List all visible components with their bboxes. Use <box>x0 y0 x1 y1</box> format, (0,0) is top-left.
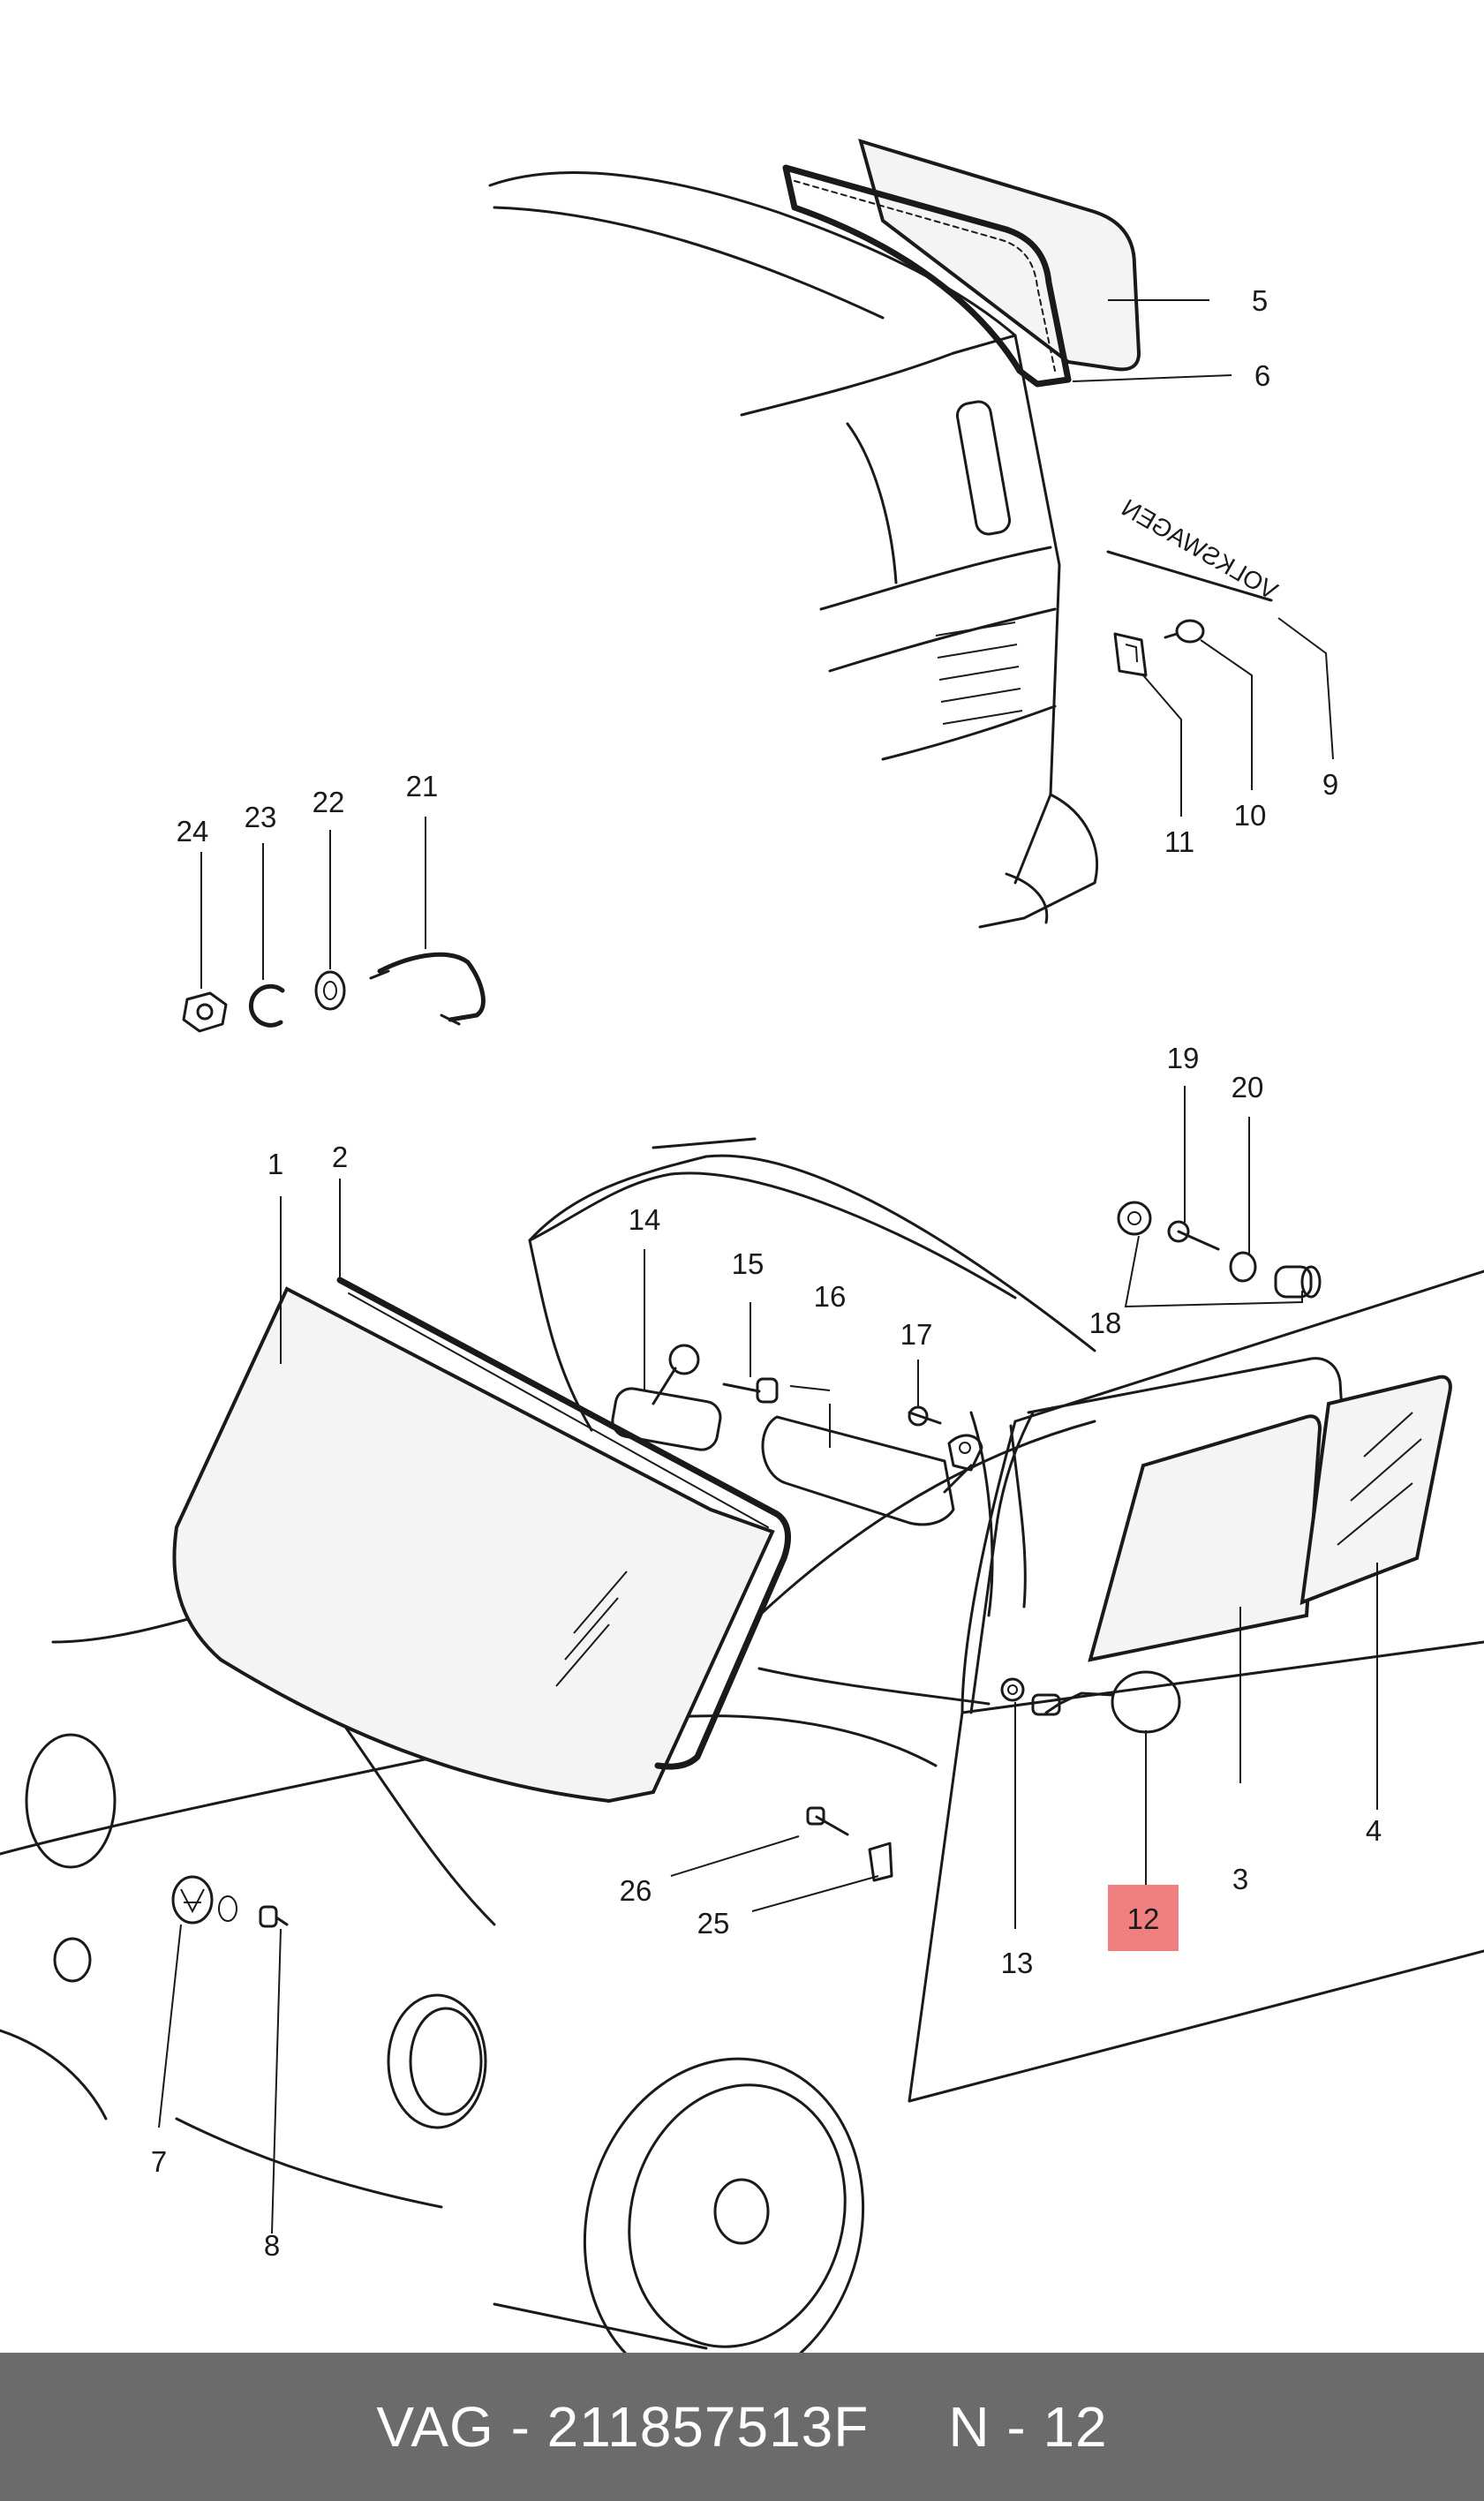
emblem-lettering: VOLKSWAGEN <box>1117 493 1282 605</box>
door-window-glass <box>1088 1414 1322 1662</box>
visor-bracket-screw <box>908 1405 983 1472</box>
callout-8: 8 <box>264 2229 280 2262</box>
rear-window-glass <box>858 139 1141 372</box>
front-wheel <box>583 2057 865 2353</box>
emblem-retainer-screw <box>1164 619 1205 644</box>
trim-clip <box>868 1842 893 1882</box>
rubber-stop <box>1274 1265 1322 1299</box>
grommet-washer <box>1229 1251 1257 1283</box>
rear-window-seal <box>782 164 1072 388</box>
front-body-outline <box>0 1137 1484 2350</box>
callout-20: 20 <box>1232 1071 1264 1104</box>
exploded-parts-diagram: VOLKSWAGEN <box>0 139 1484 2353</box>
callout-25: 25 <box>697 1907 730 1940</box>
mirror-mounting-screw <box>722 1377 779 1404</box>
right-headlight <box>387 1993 487 2129</box>
callout-23: 23 <box>245 801 277 833</box>
callout-12: 12 <box>1127 1902 1160 1935</box>
leader-lines <box>158 299 1378 2234</box>
callout-11: 11 <box>1164 825 1194 858</box>
exterior-door-mirror <box>1031 1670 1181 1734</box>
callout-18: 18 <box>1089 1307 1122 1339</box>
callout-15: 15 <box>732 1247 765 1280</box>
side-door <box>969 1357 1348 1714</box>
callout-10: 10 <box>1234 799 1267 832</box>
callout-9: 9 <box>1322 768 1338 801</box>
windshield-seal <box>336 1277 791 1770</box>
spring-washer <box>248 983 285 1028</box>
callout-19: 19 <box>1167 1042 1200 1074</box>
callout-1: 1 <box>267 1148 283 1180</box>
rear-view-mirror <box>611 1344 722 1451</box>
callout-labels: 1 2 3 4 5 6 7 8 9 10 11 12 13 14 15 16 1… <box>151 284 1382 2262</box>
position-number: N - 12 <box>948 2395 1108 2459</box>
callout-3: 3 <box>1232 1863 1248 1895</box>
hex-nut <box>182 991 228 1033</box>
left-headlight <box>25 1733 117 1983</box>
callout-16: 16 <box>814 1280 847 1313</box>
grommet-screw <box>1167 1220 1220 1251</box>
callout-7: 7 <box>151 2145 167 2178</box>
sun-visor <box>761 1415 973 1526</box>
callout-21: 21 <box>406 770 439 802</box>
callout-5: 5 <box>1252 284 1268 317</box>
emblem-push-clip <box>259 1905 289 1928</box>
grab-handle <box>369 952 486 1026</box>
highlighted-callout-box <box>1108 1885 1179 1951</box>
callout-17: 17 <box>900 1318 933 1351</box>
mirror-gasket <box>1000 1677 1025 1702</box>
rear-side-window-glass <box>1299 1375 1452 1606</box>
part-number-footer: VAG - 211857513F N - 12 <box>0 2353 1484 2501</box>
callout-14: 14 <box>629 1203 661 1236</box>
rubber-grommet <box>1117 1201 1152 1236</box>
callout-22: 22 <box>313 786 345 818</box>
trim-screw <box>806 1806 849 1836</box>
callout-13: 13 <box>1001 1947 1034 1979</box>
callout-24: 24 <box>177 815 209 847</box>
windshield-glass <box>172 1286 775 1804</box>
flat-washer <box>314 970 346 1011</box>
vw-hood-emblem <box>171 1875 237 1925</box>
part-code: VAG - 211857513F <box>376 2395 870 2459</box>
rear-body-outline <box>488 171 1099 929</box>
emblem-clip <box>1113 632 1148 677</box>
callout-26: 26 <box>620 1874 652 1907</box>
volkswagen-emblem: VOLKSWAGEN <box>1106 493 1283 605</box>
callout-4: 4 <box>1366 1814 1382 1847</box>
callout-6: 6 <box>1254 359 1270 392</box>
callout-2: 2 <box>332 1141 348 1173</box>
